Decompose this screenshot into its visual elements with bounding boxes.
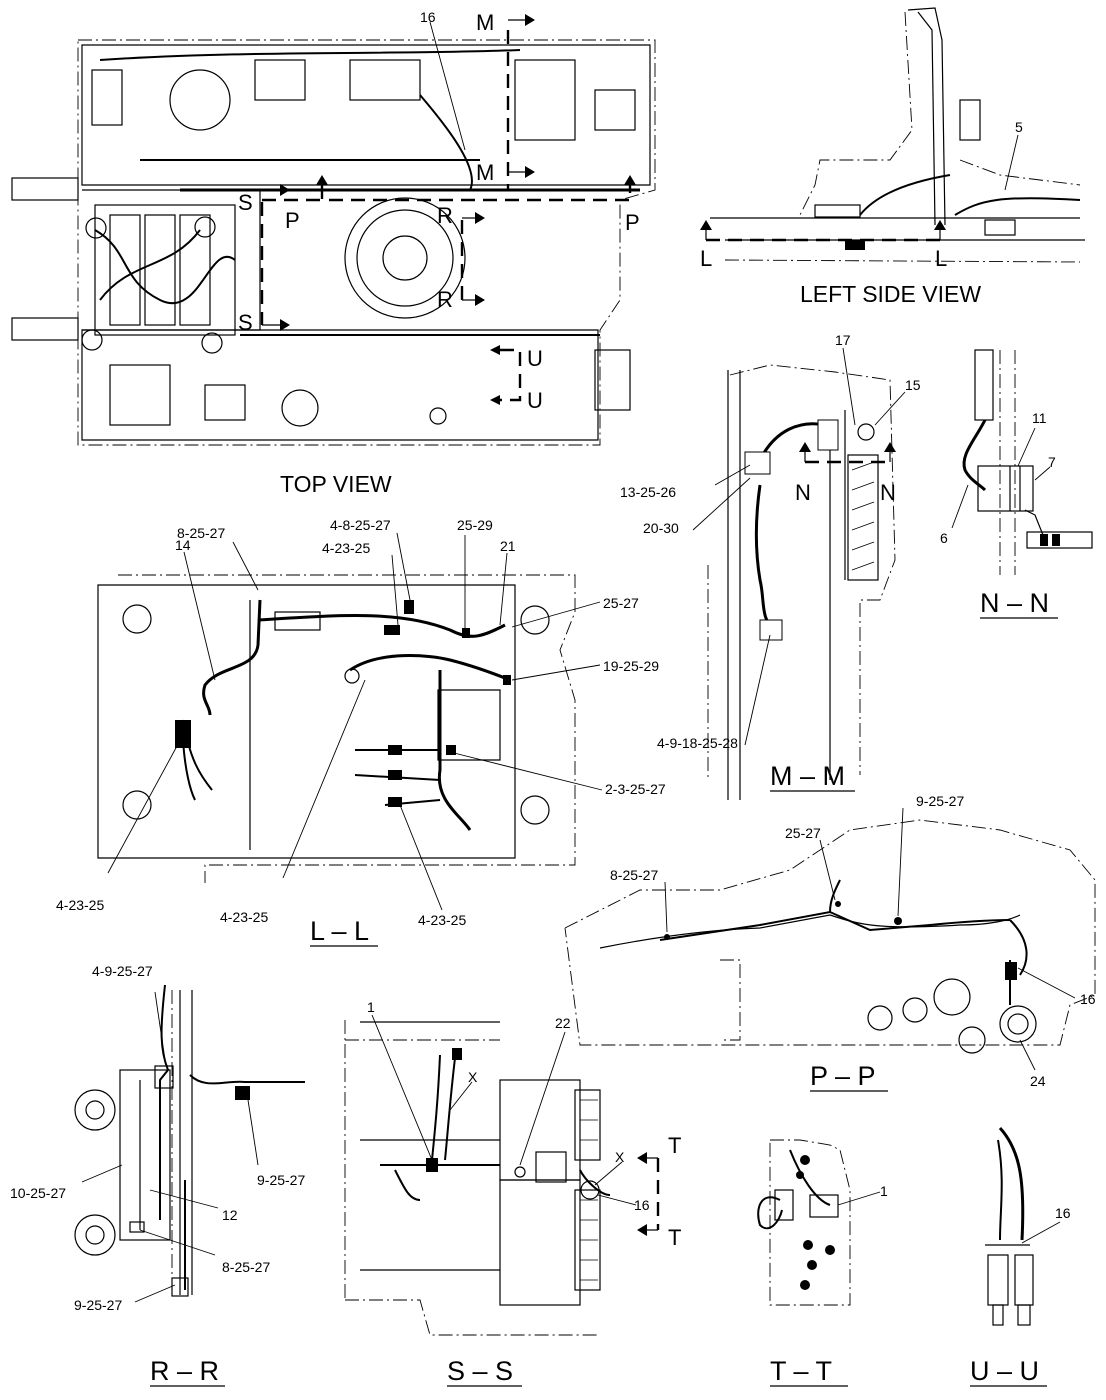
- callout-ll-21: 21: [500, 538, 516, 554]
- top-view-arrows: [262, 14, 636, 405]
- callout-mm-20-30: 20-30: [643, 520, 679, 536]
- callout-ll-4-23-25-top: 4-23-25: [322, 540, 370, 556]
- callout-mm-17: 17: [835, 332, 851, 348]
- cut-label-n-left: N: [795, 480, 811, 505]
- callout-rr-9-25-27-a: 9-25-27: [257, 1172, 305, 1188]
- section-pp-drawing: [564, 807, 1096, 1071]
- callout-ss-22: 22: [555, 1015, 571, 1031]
- callout-nn-11: 11: [1032, 410, 1047, 426]
- callout-rr-8-25-27: 8-25-27: [222, 1259, 270, 1275]
- callout-ll-25-27: 25-27: [603, 595, 639, 611]
- cut-label-t-top: T: [668, 1133, 681, 1158]
- cut-label-p-right: P: [625, 210, 640, 235]
- callout-mm-13-25-26: 13-25-26: [620, 484, 676, 500]
- left-side-view-title: LEFT SIDE VIEW: [800, 281, 981, 307]
- callout-ll-4-23-25-c: 4-23-25: [418, 912, 466, 928]
- callout-uu-16: 16: [1055, 1205, 1071, 1221]
- section-uu-drawing: [985, 1126, 1061, 1326]
- callout-pp-9-25-27: 9-25-27: [916, 793, 964, 809]
- section-rr-title: R – R: [150, 1356, 219, 1386]
- cut-label-s-bottom: S: [238, 310, 253, 335]
- cut-label-s-top: S: [238, 190, 253, 215]
- section-tt-drawing: [757, 1139, 881, 1306]
- callout-mm-15: 15: [905, 377, 921, 393]
- callout-tt-1: 1: [880, 1183, 888, 1199]
- callout-ss-x-a: X: [468, 1069, 478, 1085]
- cut-label-u-bottom: U: [527, 388, 543, 413]
- section-rr-drawing: [74, 984, 305, 1303]
- callout-mm-4-9-18-25-28: 4-9-18-25-28: [657, 735, 738, 751]
- callout-rr-10-25-27: 10-25-27: [10, 1185, 66, 1201]
- section-ll-drawing: [97, 532, 603, 911]
- cut-label-r-bottom: R: [437, 287, 453, 312]
- callout-ll-4-8-25-27: 4-8-25-27: [330, 517, 391, 533]
- section-nn-drawing: [951, 349, 1093, 575]
- section-tt-title: T – T: [770, 1356, 832, 1386]
- callout-ll-25-29: 25-29: [457, 517, 493, 533]
- callout-rr-9-25-27-b: 9-25-27: [74, 1297, 122, 1313]
- callout-pp-24: 24: [1030, 1073, 1046, 1089]
- callout-ll-4-23-25-b: 4-23-25: [220, 909, 268, 925]
- cut-label-p-left: P: [285, 208, 300, 233]
- callout-rr-4-9-25-27: 4-9-25-27: [92, 963, 153, 979]
- callout-ll-19-25-29: 19-25-29: [603, 658, 659, 674]
- cut-label-m-bottom: M: [476, 160, 494, 185]
- section-pp-title: P – P: [810, 1061, 876, 1091]
- callout-rr-12: 12: [222, 1207, 238, 1223]
- callout-ss-1: 1: [367, 999, 375, 1015]
- callout-ll-2-3-25-27: 2-3-25-27: [605, 781, 666, 797]
- left-side-view-drawing: [700, 7, 1085, 263]
- section-nn-title: N – N: [980, 588, 1049, 618]
- top-view-title: TOP VIEW: [280, 471, 392, 497]
- callout-side-5: 5: [1015, 119, 1023, 135]
- section-uu-title: U – U: [970, 1356, 1039, 1386]
- section-ss-title: S – S: [447, 1356, 513, 1386]
- callout-nn-7: 7: [1048, 454, 1056, 470]
- cut-label-l-left: L: [700, 246, 712, 271]
- top-view-drawing: [11, 30, 656, 446]
- callout-pp-16: 16: [1080, 991, 1096, 1007]
- callout-ll-8-25-27: 8-25-27: [177, 525, 225, 541]
- callout-pp-8-25-27: 8-25-27: [610, 867, 658, 883]
- callout-pp-25-27: 25-27: [785, 825, 821, 841]
- callout-ll-14: 14: [175, 537, 191, 553]
- callout-top-16: 16: [420, 9, 436, 25]
- cut-label-m-top: M: [476, 10, 494, 35]
- cut-label-u-top: U: [527, 346, 543, 371]
- cut-label-r-top: R: [437, 203, 453, 228]
- cut-label-n-right: N: [880, 480, 896, 505]
- callout-ss-x-b: X: [615, 1149, 625, 1165]
- callout-nn-6: 6: [940, 530, 948, 546]
- section-ss-drawing: [344, 1014, 660, 1336]
- section-ll-title: L – L: [310, 916, 369, 946]
- callout-ss-16: 16: [634, 1197, 650, 1213]
- cut-label-l-right: L: [935, 246, 947, 271]
- callout-ll-4-23-25-a: 4-23-25: [56, 897, 104, 913]
- cut-label-t-bottom: T: [668, 1225, 681, 1250]
- section-mm-drawing: [692, 347, 906, 800]
- section-mm-title: M – M: [770, 761, 845, 791]
